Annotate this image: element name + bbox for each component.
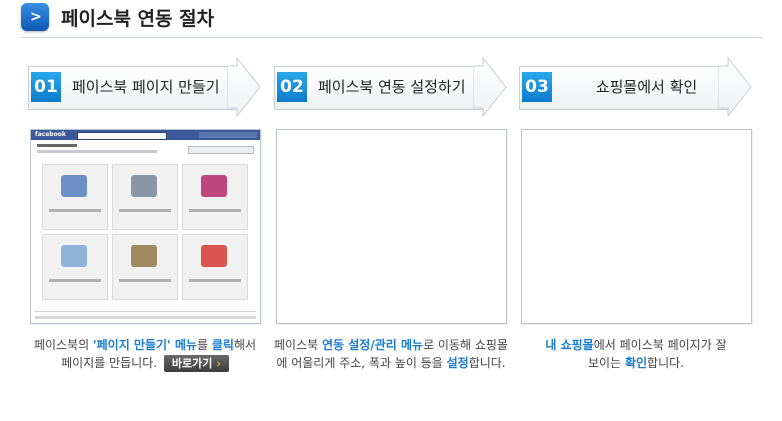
tile-caption [49, 279, 101, 282]
caption-highlight: '페이지 만들기' 메뉴 [92, 338, 197, 352]
caption-text: 페이스북 [274, 338, 322, 352]
step-2-caption: 페이스북 연동 설정/관리 메뉴로 이동해 쇼핑몰 에 어울리게 주소, 폭과 … [266, 336, 516, 372]
step-2-tab: 02 페이스북 연동 설정하기 [274, 57, 512, 117]
caption-text: 페이스북의 [33, 338, 93, 352]
caption-text: 보이는 [588, 356, 625, 370]
caption-highlight: 연동 설정/관리 메뉴 [322, 338, 424, 352]
caption-text: 합니다. [468, 356, 506, 370]
step-1-number: 01 [31, 72, 61, 102]
step-3-tab: 03 쇼핑몰에서 확인 [519, 57, 757, 117]
step-2-tab-body [274, 66, 485, 110]
caption-text: 로 이동해 쇼핑몰 [423, 338, 508, 352]
step-2-arrow-icon [473, 57, 533, 117]
caption-highlight: 클릭 [211, 338, 234, 352]
entertainment-icon [131, 245, 157, 267]
step-1-caption: 페이스북의 '페이지 만들기' 메뉴를 클릭해서 페이지를 만듭니다. 바로가기… [20, 336, 270, 372]
category-tile [112, 234, 178, 300]
caption-text: 해서 [233, 338, 257, 352]
header-arrow-icon: > [21, 3, 49, 31]
tile-caption [119, 209, 171, 212]
facebook-footer-divider [35, 311, 256, 312]
step-1-tab-body [28, 66, 239, 110]
category-tile [182, 234, 248, 300]
tile-caption [189, 209, 241, 212]
caption-text: 페이지를 만듭니다. [61, 356, 158, 370]
caption-text: 에 어울리게 주소, 폭과 높이 등을 [276, 356, 447, 370]
facebook-page-heading [37, 144, 77, 147]
step-3-tab-body [519, 66, 730, 110]
facebook-header-buttons [188, 146, 254, 154]
caption-text: 에서 페이스북 페이지가 잘 [593, 338, 727, 352]
category-tile [112, 164, 178, 230]
category-tile [42, 234, 108, 300]
step-3-arrow-icon [718, 57, 778, 117]
facebook-footer [35, 316, 256, 319]
tile-caption [49, 209, 101, 212]
caption-text: 를 [197, 338, 212, 352]
store-icon [61, 175, 87, 197]
step-2-number: 02 [277, 72, 307, 102]
facebook-page-description [37, 150, 157, 153]
facebook-category-grid [42, 164, 248, 304]
facebook-search-bar [77, 132, 167, 140]
step-2-label: 페이스북 연동 설정하기 [318, 78, 466, 96]
cause-icon [201, 245, 227, 267]
step-1-arrow-icon [227, 57, 287, 117]
header-divider [21, 37, 762, 38]
artist-icon [61, 245, 87, 267]
category-tile [182, 164, 248, 230]
caption-highlight: 설정 [446, 356, 469, 370]
step-3-screenshot [521, 129, 752, 324]
product-icon [201, 175, 227, 197]
step-1-screenshot: facebook [30, 129, 261, 324]
step-3-caption: 내 쇼핑몰에서 페이스북 페이지가 잘 보이는 확인합니다. [511, 336, 761, 372]
go-button-label: 바로가기 [171, 357, 213, 370]
step-2-screenshot [276, 129, 507, 324]
go-button[interactable]: 바로가기› [163, 355, 229, 372]
tile-caption [119, 279, 171, 282]
caption-highlight: 내 쇼핑몰 [545, 338, 594, 352]
tile-caption [189, 279, 241, 282]
chevron-right-icon: › [216, 357, 221, 370]
facebook-user-menu [199, 132, 257, 138]
category-tile [42, 164, 108, 230]
step-1-tab: 01 페이스북 페이지 만들기 [28, 57, 266, 117]
caption-highlight: 확인 [624, 356, 648, 370]
page-title: 페이스북 연동 절차 [61, 8, 215, 30]
facebook-top-bar: facebook [31, 130, 260, 140]
facebook-logo: facebook [35, 131, 66, 138]
building-icon [131, 175, 157, 197]
step-1-label: 페이스북 페이지 만들기 [72, 78, 220, 96]
step-3-label: 쇼핑몰에서 확인 [595, 78, 698, 96]
caption-text: 합니다. [647, 356, 684, 370]
step-3-number: 03 [522, 72, 552, 102]
